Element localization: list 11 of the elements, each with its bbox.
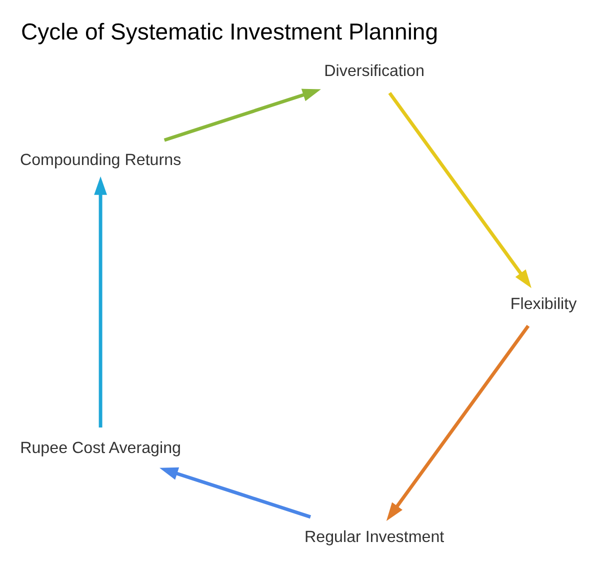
arrow	[164, 88, 321, 142]
arrow	[386, 324, 530, 521]
node-text: Flexibility	[510, 294, 577, 313]
node-text: Rupee Cost Averaging	[20, 438, 181, 456]
node-text: Diversification	[324, 62, 424, 80]
arrow	[388, 91, 532, 288]
arrow	[160, 466, 312, 518]
node-text: Compounding Returns	[20, 150, 182, 169]
arrow	[94, 176, 107, 428]
node-text: Regular Investment	[304, 527, 444, 546]
diagram-title: Cycle of Systematic Investment Planning	[21, 18, 438, 44]
